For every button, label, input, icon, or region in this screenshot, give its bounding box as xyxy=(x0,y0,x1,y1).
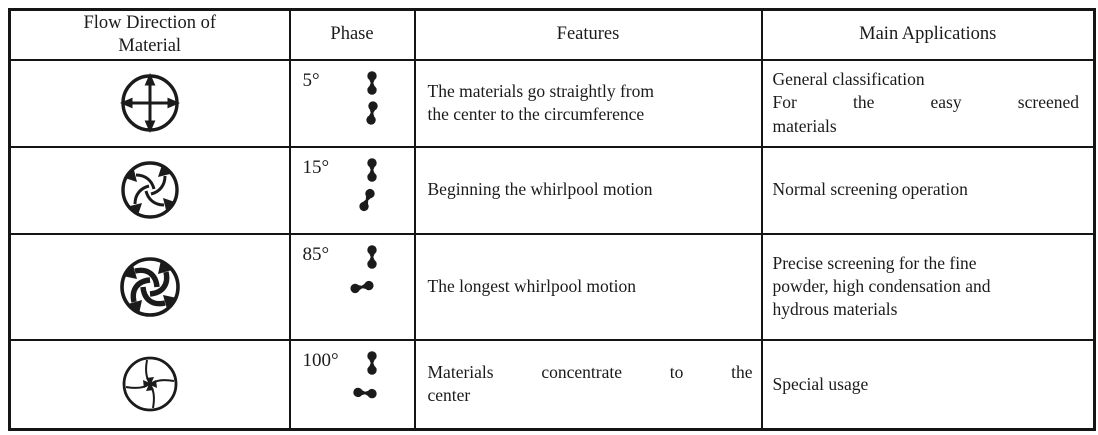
applications-text: For the easy screened xyxy=(772,92,1080,113)
top-weight-icon xyxy=(366,157,377,182)
applications-text: Special usage xyxy=(772,373,869,394)
top-weight-icon xyxy=(366,350,377,375)
top-weight-icon xyxy=(366,244,377,269)
header-cell-flow-direction: Flow Direction of Material xyxy=(8,8,291,61)
applications-text: powder, high condensation and xyxy=(772,275,991,296)
features-text: the center to the circumference xyxy=(427,104,645,124)
bottom-weight-icon xyxy=(365,100,378,125)
applications-text: materials xyxy=(772,115,837,136)
header-cell-phase: Phase xyxy=(288,8,416,61)
flow-icon-cell xyxy=(8,145,291,235)
applications-cell: Precise screening for the fine powder, h… xyxy=(760,232,1096,341)
flow-icon-cell xyxy=(8,232,291,341)
header-label-flow: Flow Direction of Material xyxy=(83,12,217,56)
eccentric-weights xyxy=(352,348,387,408)
phase-angle-label: 85° xyxy=(302,243,330,265)
applications-cell: Special usage xyxy=(760,338,1096,431)
applications-cell: Normal screening operation xyxy=(760,145,1096,235)
top-weight-icon xyxy=(366,70,377,95)
features-text: Materials concentrate to the xyxy=(427,362,753,383)
phase-cell: 85° xyxy=(288,232,416,341)
table-row: 15° Beginning the whirlpool motion Norma… xyxy=(8,145,1096,235)
flow-icon-cell xyxy=(8,58,291,148)
radial-outward-arrows-icon xyxy=(118,73,182,135)
features-text: The materials go straightly from xyxy=(427,80,654,101)
center-converging-arrows-icon xyxy=(122,356,178,412)
applications-text: Precise screening for the fine xyxy=(772,252,977,273)
features-cell: The materials go straightly from the cen… xyxy=(413,58,763,148)
features-text: The longest whirlpool motion xyxy=(427,275,637,296)
phase-table: Flow Direction of Material Phase Feature… xyxy=(8,8,1096,431)
whirlpool-longest-arrows-icon xyxy=(119,256,180,317)
phase-angle-label: 15° xyxy=(302,156,330,178)
applications-text: hydrous materials xyxy=(772,299,898,320)
header-cell-features: Features xyxy=(413,8,763,61)
eccentric-weights xyxy=(349,242,387,302)
eccentric-weights xyxy=(357,68,387,128)
features-cell: Beginning the whirlpool motion xyxy=(413,145,763,235)
eccentric-weights xyxy=(357,155,387,215)
header-label-features: Features xyxy=(556,24,620,45)
applications-cell: General classification For the easy scre… xyxy=(760,58,1096,148)
features-cell: The longest whirlpool motion xyxy=(413,232,763,341)
bottom-weight-icon xyxy=(358,188,375,211)
phase-angle-label: 100° xyxy=(302,349,339,371)
table-row: 85° The longest whirlpool motion Precise… xyxy=(8,232,1096,341)
whirlpool-begin-arrows-icon xyxy=(121,161,179,219)
features-text: Beginning the whirlpool motion xyxy=(427,179,653,200)
header-label-applications: Main Applications xyxy=(859,24,997,45)
applications-text: General classification xyxy=(772,69,925,90)
phase-angle-label: 5° xyxy=(302,69,320,91)
table-row: 100° Materials concentrate to the center… xyxy=(8,338,1096,431)
phase-cell: 5° xyxy=(288,58,416,148)
applications-text: Normal screening operation xyxy=(772,179,968,200)
flow-icon-cell xyxy=(8,338,291,431)
header-label-phase: Phase xyxy=(330,24,374,45)
features-cell: Materials concentrate to the center xyxy=(413,338,763,431)
phase-cell: 100° xyxy=(288,338,416,431)
phase-table-wrap: Flow Direction of Material Phase Feature… xyxy=(8,8,1096,431)
header-row: Flow Direction of Material Phase Feature… xyxy=(8,8,1096,61)
bottom-weight-icon xyxy=(349,280,374,293)
phase-cell: 15° xyxy=(288,145,416,235)
bottom-weight-icon xyxy=(352,387,377,398)
features-text: center xyxy=(427,385,471,406)
table-row: 5° The materials go straightly from the … xyxy=(8,58,1096,148)
header-cell-applications: Main Applications xyxy=(760,8,1096,61)
